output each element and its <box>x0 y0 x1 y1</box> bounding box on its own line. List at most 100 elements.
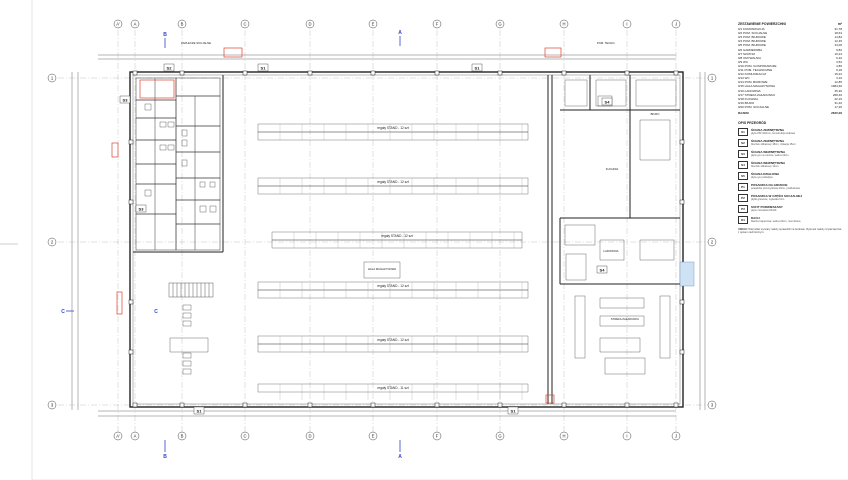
charging-label: ŁADOWNIA <box>604 249 619 253</box>
room-name: 0/5 POM. BIUROWE <box>738 43 766 48</box>
grid-axis-lines <box>58 30 718 432</box>
legend-note: UWAGI: Wszystkie wymiary należy sprawdzi… <box>738 228 842 234</box>
wall-type-code: P2 <box>738 194 748 203</box>
room-name: 0/8 UMYWALNIA <box>738 55 762 60</box>
grid-label: A' <box>116 434 120 439</box>
wall-type-detail: płyta g-k podwójna <box>751 176 773 180</box>
room-area: 45,30 <box>834 88 842 93</box>
loading-label: STREFA ZAŁADUNKU <box>611 317 639 321</box>
room-area: 1984,60 <box>831 84 842 89</box>
techn-label: POM. TECHN. <box>597 41 616 45</box>
column <box>673 402 679 408</box>
structural-columns <box>128 70 685 408</box>
room-area-row: 0/16 ŁADOWNIA 45,30 <box>738 89 842 93</box>
section-c-left: C <box>61 309 65 315</box>
room-area: 15,22 <box>834 72 842 77</box>
column <box>624 402 630 408</box>
hall-label: HALA MAGAZYNOWA <box>368 267 396 271</box>
grid-row-bubble <box>707 237 717 247</box>
grid-label: J <box>675 434 677 439</box>
walls-title: OPIS PRZEGRÓD <box>738 121 767 126</box>
column <box>242 402 248 408</box>
section-c-right: C <box>154 309 158 315</box>
office-label: BIURO <box>651 112 661 116</box>
rack-label-4: regały STAND - 12 szt <box>377 284 409 288</box>
room-area-row: 0/12 KOMUNIKACJA 15,22 <box>738 72 842 76</box>
loading-zone-furniture <box>574 295 671 375</box>
grid-bubble <box>305 431 315 441</box>
room-area: 6,40 <box>836 55 842 60</box>
room-name: 0/1 KOMUNIKACJA <box>738 27 765 32</box>
column <box>128 199 134 205</box>
wall-type-name: ŚCIANA WEWNĘTRZNA <box>751 150 786 155</box>
hall-label-box <box>363 261 401 279</box>
wall-tag-s4-2: S4 <box>600 267 606 272</box>
wall-type-code: P1 <box>738 183 748 192</box>
grid-bubble <box>130 19 140 29</box>
grid-bubble <box>240 19 250 29</box>
grid-bubble <box>177 431 187 441</box>
room-area: 9,18 <box>836 68 842 73</box>
rack-label-2: regały STAND - 12 szt <box>377 180 409 184</box>
wall-type-name: SUFIT PODWIESZANY <box>751 205 783 210</box>
grid-bubble <box>177 19 187 29</box>
room-name: 0/7 SZATNIA <box>738 51 756 56</box>
room-area: 3,10 <box>836 76 842 81</box>
room-area: 13,06 <box>834 43 842 48</box>
grid-bubble <box>113 431 123 441</box>
room-name: 0/18 KUCHNIA <box>738 96 759 101</box>
grid-row-label: 1 <box>711 76 714 81</box>
room-area: 14,82 <box>834 35 842 40</box>
grid-label: D <box>308 22 311 27</box>
column <box>679 139 685 145</box>
room-name: 0/6 GARDEROBA <box>738 47 763 52</box>
interior-walls <box>133 75 680 404</box>
room-name: 0/11 POM. TECHNICZNE <box>738 68 773 73</box>
room-area: 18,63 <box>834 31 842 36</box>
sanitary-fixtures <box>144 103 217 213</box>
grid-label: F <box>436 434 439 439</box>
room-area-row: 0/11 POM. TECHNICZNE 9,18 <box>738 68 842 72</box>
wall-type-name: POSADZKA NA GRUNCIE <box>751 183 788 188</box>
legend-area-column: m² <box>837 22 842 26</box>
wall-type-name: ŚCIANA ZEWNĘTRZNA <box>751 139 785 144</box>
room-name: 0/12 KOMUNIKACJA <box>738 72 767 77</box>
grid-label: H <box>562 434 565 439</box>
wall-tag-s4: S4 <box>605 99 611 104</box>
room-area: 9,82 <box>836 47 842 52</box>
room-name: 0/16 ŁADOWNIA <box>738 88 761 93</box>
wall-type-detail: płyta mineralna 60x60 <box>751 209 777 213</box>
room-name: 0/9 WC <box>738 59 749 64</box>
section-markers: B B A A C C <box>61 30 402 460</box>
wall-type-code: S4 <box>738 161 748 170</box>
legend-header: ZESTAWIENIE POWIERZCHNI m² <box>738 22 842 27</box>
room-labels: regały STAND - 12 szt regały STAND - 12 … <box>181 41 660 390</box>
grid-row-bubble <box>707 400 717 410</box>
grid-row-label: 2 <box>711 240 714 245</box>
rack-label-1: regały STAND - 12 szt <box>377 126 409 130</box>
column <box>128 349 134 355</box>
column <box>179 70 185 76</box>
room-name: 0/2 POM. SOCJALNE <box>738 31 768 36</box>
grid-label: A <box>134 434 137 439</box>
room-area: 12,45 <box>834 39 842 44</box>
room-area: 12,85 <box>834 80 842 85</box>
grid-bubble <box>240 431 250 441</box>
column <box>497 70 503 76</box>
wall-type-code: S5 <box>738 172 748 181</box>
